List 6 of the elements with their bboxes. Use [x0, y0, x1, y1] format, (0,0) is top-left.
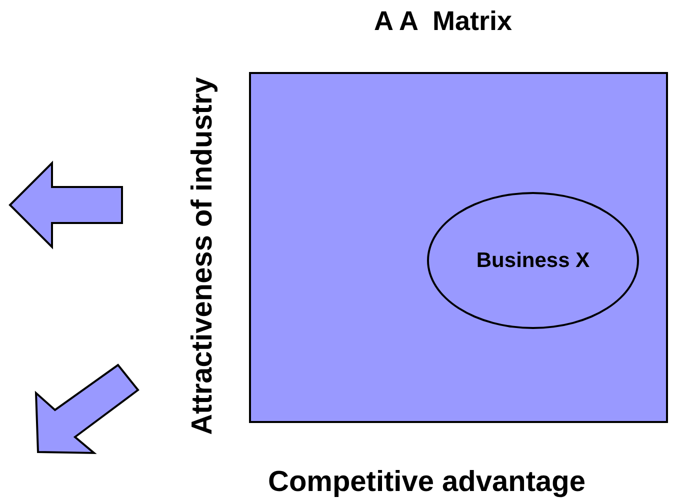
node-label: Business X	[476, 248, 590, 272]
business-ellipse	[427, 192, 639, 329]
matrix-title: A A Matrix	[372, 6, 514, 37]
axis-label: Competitive advantage	[268, 466, 586, 499]
matrix-box	[249, 72, 668, 423]
axis-label: Attractiveness of industry	[186, 77, 220, 435]
